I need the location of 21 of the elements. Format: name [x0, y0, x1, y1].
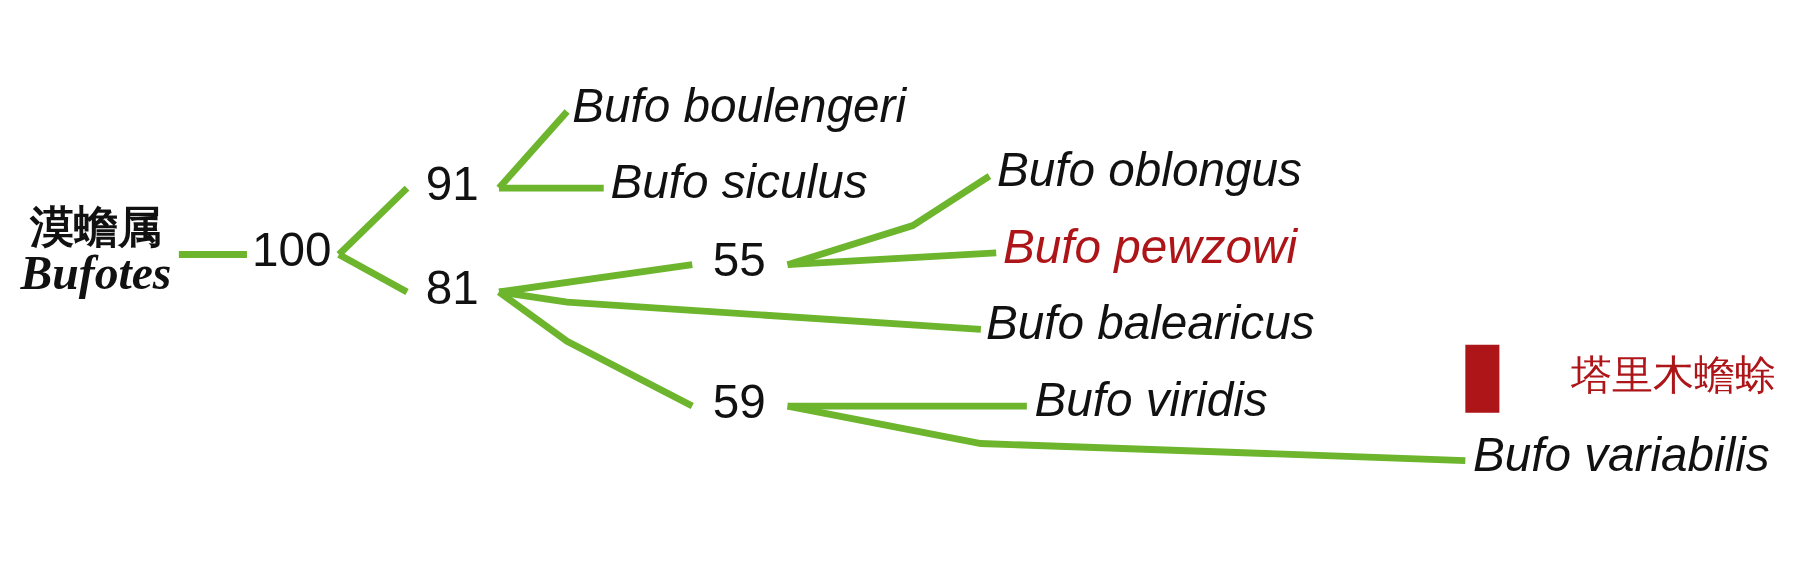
node-text: Bufo siculus [610, 155, 868, 209]
connector [497, 289, 694, 410]
connector [786, 402, 1466, 464]
node-text: Bufo viridis [1034, 373, 1268, 427]
legend-label: 塔里木蟾蜍 [1570, 352, 1776, 399]
connector [336, 185, 410, 257]
node-text: Bufo boulengeri [572, 78, 907, 132]
node-text: 100 [252, 223, 332, 277]
node-text: Bufo variabilis [1473, 427, 1770, 481]
node-text: 55 [712, 233, 766, 287]
connector [496, 109, 570, 191]
node-text: 91 [425, 156, 479, 210]
node-text: Bufo balearicus [985, 296, 1315, 350]
node-text: Bufo oblongus [997, 143, 1302, 197]
node-text: 漠蟾属 Bufotes [20, 202, 172, 300]
node-text: 59 [712, 374, 766, 428]
node-text: 81 [425, 260, 479, 314]
connector [337, 251, 409, 295]
connector [498, 288, 982, 333]
node-text: Bufo pewzowi [1003, 219, 1298, 273]
connector [787, 249, 997, 269]
